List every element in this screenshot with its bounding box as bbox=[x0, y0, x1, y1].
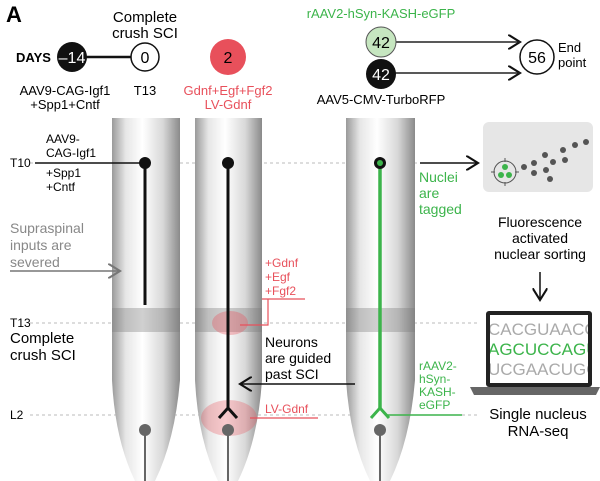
event-label: AAV9-CAG-Igf1 bbox=[20, 83, 111, 98]
event-label: T13 bbox=[134, 83, 156, 98]
spinal-cord-3 bbox=[346, 118, 415, 481]
event-label: rAAV2-hSyn-KASH-eGFP bbox=[307, 6, 456, 21]
spinal-cord-2 bbox=[195, 118, 262, 481]
nuclei-tagged-label: Nuclei are tagged bbox=[419, 169, 462, 217]
text-line: Neurons bbox=[265, 334, 318, 350]
panel-label: A bbox=[6, 2, 22, 27]
day-value: 56 bbox=[528, 50, 546, 67]
level-label-l2: L2 bbox=[10, 408, 24, 422]
text-line: +Egf bbox=[265, 270, 291, 284]
day-marker-0 bbox=[130, 42, 160, 72]
event-label: +Spp1+Cntf bbox=[30, 97, 100, 112]
event-label: End bbox=[558, 40, 581, 55]
text-line: hSyn- bbox=[419, 372, 450, 386]
kash-label: rAAV2- hSyn- KASH- eGFP bbox=[419, 359, 457, 412]
day-value: –14 bbox=[59, 50, 86, 67]
day-value: 42 bbox=[372, 35, 390, 52]
text-line: AAV9- bbox=[46, 132, 80, 146]
day-marker-42-green bbox=[365, 26, 397, 58]
supraspinal-label: Supraspinal inputs are severed bbox=[10, 220, 84, 270]
growth-factor-pointer bbox=[240, 298, 305, 326]
day-marker-minus14 bbox=[57, 42, 87, 72]
text-line: Complete bbox=[10, 330, 74, 347]
text-line: +Spp1 bbox=[46, 166, 81, 180]
text-line: Supraspinal bbox=[10, 220, 84, 236]
sequence-line: CACGUAACGU bbox=[488, 320, 600, 339]
text-line: KASH- bbox=[419, 385, 456, 399]
event-label: point bbox=[558, 55, 587, 70]
text-line: RNA-seq bbox=[508, 423, 569, 440]
day-value: 2 bbox=[224, 50, 233, 67]
text-line: Single nucleus bbox=[489, 406, 587, 423]
text-line: eGFP bbox=[419, 398, 450, 412]
sequence-line: AGCUCCAGUU bbox=[488, 340, 600, 359]
level-label-t13: T13 bbox=[10, 316, 31, 330]
event-label: crush SCI bbox=[112, 25, 178, 42]
text-line: are bbox=[419, 185, 439, 201]
day-marker-42-black bbox=[366, 59, 396, 89]
text-line: +Fgf2 bbox=[265, 284, 296, 298]
text-line: activated bbox=[512, 230, 568, 246]
sequence-line: UCGAACUGGA bbox=[488, 360, 600, 379]
facs-plot bbox=[483, 122, 593, 192]
text-line: nuclear sorting bbox=[494, 246, 586, 262]
guided-label: Neurons are guided past SCI bbox=[265, 334, 331, 382]
text-line: CAG-Igf1 bbox=[46, 146, 96, 160]
text-line: +Gdnf bbox=[265, 256, 299, 270]
lv-gdnf-depot bbox=[201, 400, 257, 436]
day-marker-56 bbox=[519, 39, 555, 75]
snrna-label: Single nucleus RNA-seq bbox=[489, 406, 587, 440]
days-label: DAYS bbox=[16, 50, 51, 65]
facs-label: Fluorescence activated nuclear sorting bbox=[494, 214, 586, 262]
text-line: Nuclei bbox=[419, 169, 458, 185]
event-label: AAV5-CMV-TurboRFP bbox=[317, 92, 446, 107]
laptop-icon: CACGUAACGU AGCUCCAGUU UCGAACUGGA bbox=[470, 311, 600, 395]
text-line: inputs are bbox=[10, 237, 72, 253]
day-marker-2 bbox=[210, 39, 246, 75]
spinal-cord-1 bbox=[112, 118, 180, 481]
injection-label: AAV9- CAG-Igf1 +Spp1 +Cntf bbox=[46, 132, 96, 194]
text-line: severed bbox=[10, 254, 60, 270]
text-line: are guided bbox=[265, 350, 331, 366]
text-line: past SCI bbox=[265, 366, 319, 382]
growth-factors-label: +Gdnf +Egf +Fgf2 bbox=[265, 256, 299, 298]
text-line: tagged bbox=[419, 201, 462, 217]
day-value: 42 bbox=[372, 67, 390, 84]
text-line: Fluorescence bbox=[498, 214, 582, 230]
text-line: crush SCI bbox=[10, 347, 76, 364]
event-label: Gdnf+Egf+Fgf2 bbox=[184, 83, 273, 98]
crush-label: Complete crush SCI bbox=[10, 330, 76, 364]
event-label: Complete bbox=[113, 9, 177, 26]
text-line: +Cntf bbox=[46, 180, 76, 194]
text-line: rAAV2- bbox=[419, 359, 457, 373]
day-value: 0 bbox=[141, 50, 150, 67]
level-label-t10: T10 bbox=[10, 156, 31, 170]
growth-factor-depot bbox=[212, 311, 248, 335]
lv-gdnf-label: LV-Gdnf bbox=[265, 402, 309, 416]
event-label: LV-Gdnf bbox=[205, 97, 252, 112]
timeline: DAYS –14 AAV9-CAG-Igf1 +Spp1+Cntf 0 Comp… bbox=[16, 6, 587, 112]
